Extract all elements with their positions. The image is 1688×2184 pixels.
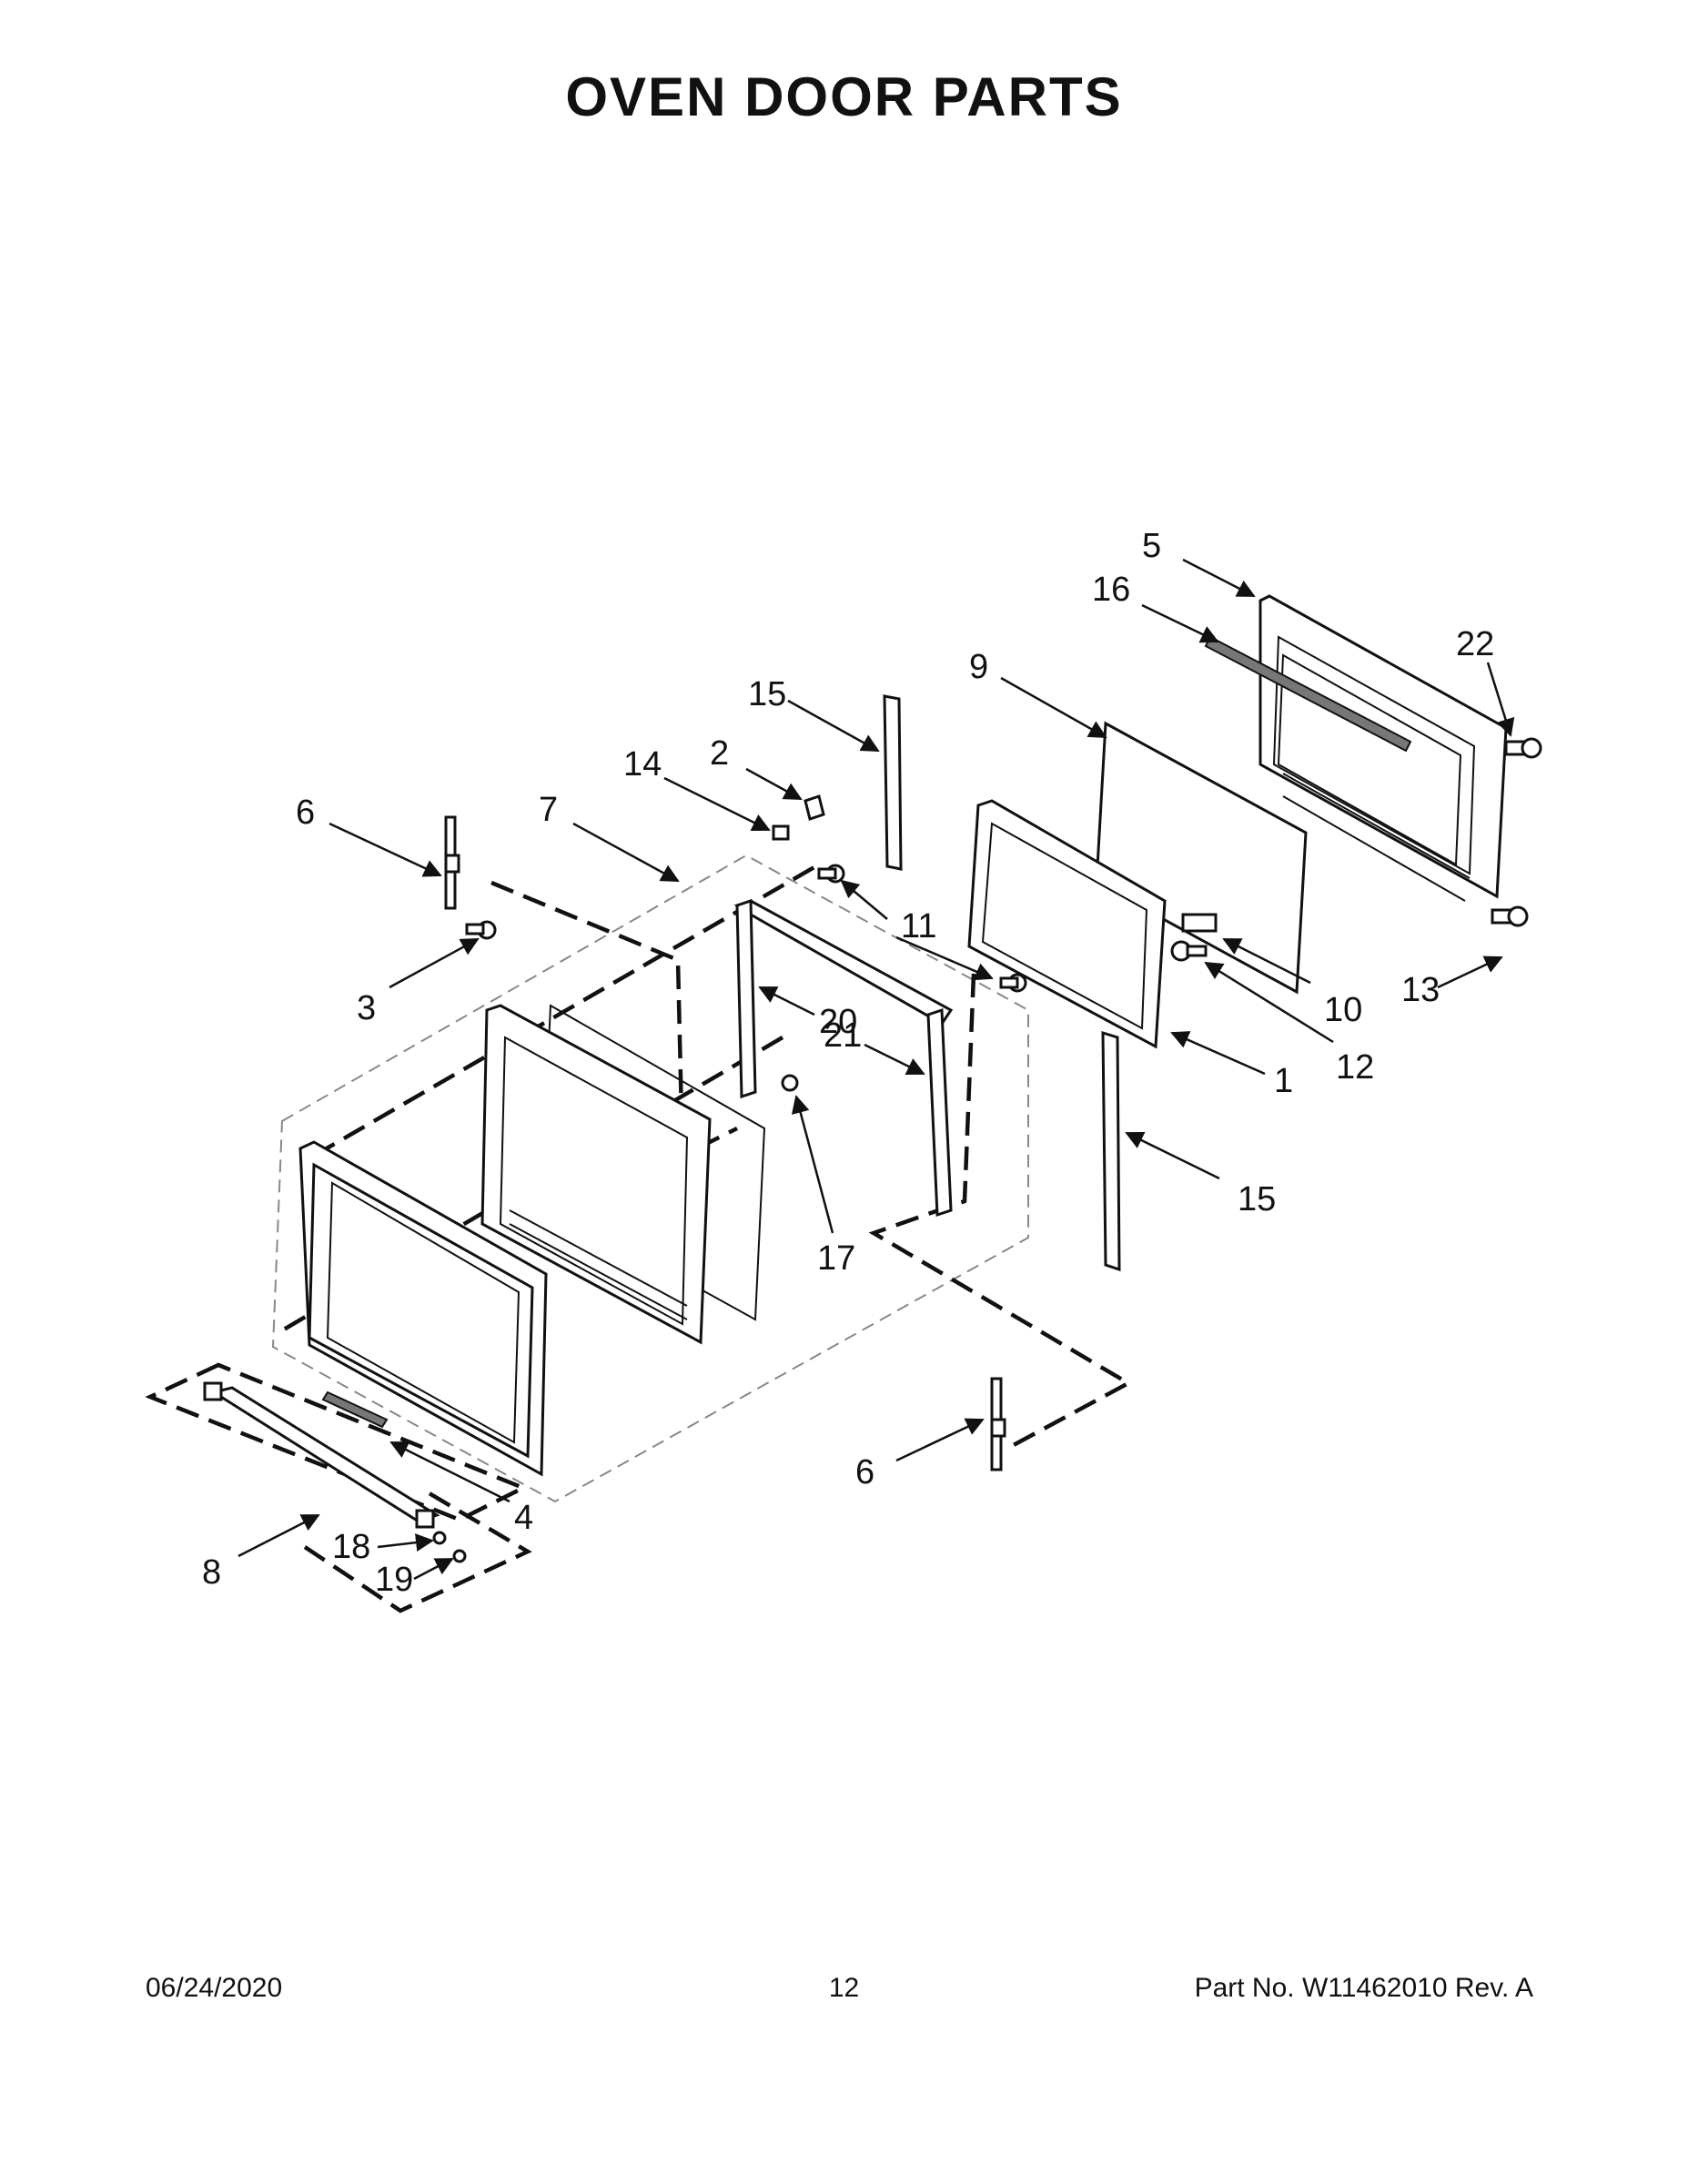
footer-part-number: Part No. W11462010 Rev. A <box>1194 1973 1533 2003</box>
glass-clip <box>1181 913 1218 933</box>
callout-10: 10 <box>1324 991 1362 1029</box>
middle-door-frame <box>480 1004 712 1345</box>
screw-13 <box>1491 905 1529 927</box>
hinge-assembly-line-upper <box>312 863 821 1158</box>
handle-assembly-box <box>145 1362 529 1522</box>
callout-15-upper: 15 <box>748 675 786 713</box>
callout-18: 18 <box>332 1528 370 1566</box>
vent-trim-strip <box>1204 635 1412 753</box>
callout-16: 16 <box>1092 571 1130 609</box>
inner-door-panel <box>967 799 1167 1049</box>
footer-date: 06/24/2020 <box>146 1973 283 2003</box>
footer-page-number: 12 <box>828 1973 860 2003</box>
outer-door-frame <box>1258 594 1508 902</box>
side-trim-strip-upper <box>883 694 903 871</box>
hinge-upper <box>444 815 460 910</box>
brand-badge <box>321 1390 389 1429</box>
callout-19: 19 <box>375 1561 413 1599</box>
callout-11: 11 <box>901 907 936 945</box>
callout-2: 2 <box>710 734 729 773</box>
callout-4: 4 <box>514 1499 533 1537</box>
callout-12: 12 <box>1336 1048 1374 1087</box>
callout-20: 20 <box>819 1003 857 1041</box>
handle-washer-18 <box>432 1531 447 1545</box>
callout-3: 3 <box>357 989 376 1027</box>
handle-end-cap-box <box>303 1491 532 1613</box>
callout-14: 14 <box>623 745 662 784</box>
clip-14 <box>772 824 790 841</box>
callout-15-lower: 15 <box>1238 1180 1276 1218</box>
callout-labels: 5 16 22 9 15 2 14 6 7 11 3 20 21 10 13 1… <box>202 527 1494 1599</box>
door-assembly-outline <box>271 854 1029 1503</box>
side-trim-strip-lower <box>1101 1030 1121 1272</box>
callout-6-lower: 6 <box>855 1453 874 1491</box>
leader-lines <box>238 558 1515 1581</box>
callout-17: 17 <box>817 1239 855 1278</box>
door-glass-inner <box>1095 721 1308 995</box>
screw-11-lower <box>999 973 1027 993</box>
hinge-lower <box>990 1377 1006 1471</box>
callout-5: 5 <box>1142 527 1161 565</box>
door-frame-rail-20 <box>733 898 954 1099</box>
door-handle <box>203 1381 440 1529</box>
screw-3 <box>465 920 497 940</box>
outer-door-panel <box>298 1140 548 1477</box>
clip-2 <box>804 794 825 821</box>
handle-screw-19 <box>452 1549 467 1563</box>
callout-6-upper: 6 <box>296 794 315 832</box>
screw-22 <box>1504 737 1542 759</box>
callout-7: 7 <box>539 791 558 829</box>
washer-17 <box>781 1074 799 1092</box>
callout-13: 13 <box>1401 971 1440 1009</box>
callout-1: 1 <box>1274 1062 1293 1100</box>
screw-12 <box>1170 940 1208 962</box>
screw-11-upper <box>817 864 845 884</box>
hinge-assembly-line-lower <box>868 973 1133 1449</box>
callout-8: 8 <box>202 1553 221 1592</box>
callout-9: 9 <box>969 648 988 686</box>
page-title: OVEN DOOR PARTS <box>565 66 1123 127</box>
callout-21: 21 <box>824 1016 862 1055</box>
door-frame-rail-21 <box>926 1007 953 1218</box>
callout-22: 22 <box>1456 625 1494 663</box>
